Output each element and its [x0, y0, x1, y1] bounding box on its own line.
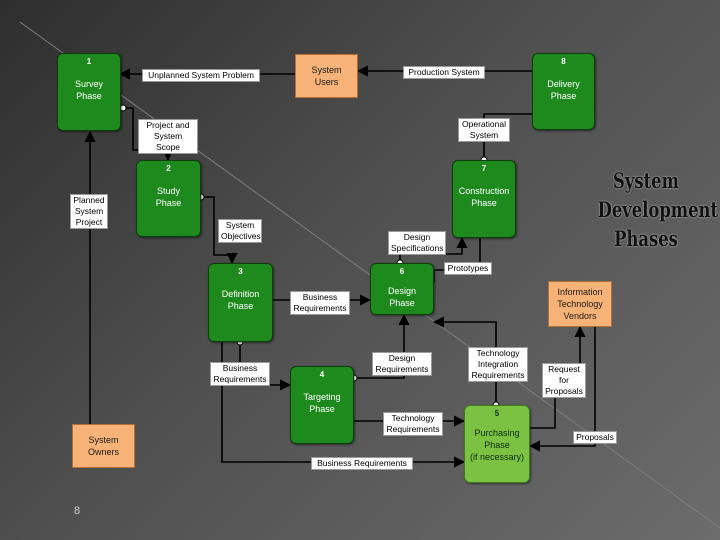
- title-line-3: Phases: [614, 226, 678, 251]
- phase-8-number: 8: [561, 57, 566, 66]
- label-design-requirements: Design Requirements: [372, 352, 432, 376]
- phase-7-number: 7: [481, 164, 487, 173]
- arrow-vendors-to-purchasing: [528, 327, 596, 452]
- label-business-requirements-mid: Business Requirements: [290, 291, 350, 315]
- phase-4-name: Targeting Phase: [303, 392, 341, 414]
- title-line-2: Development: [597, 197, 719, 222]
- phase-5-number: 5: [494, 409, 500, 418]
- phase-3-name: Definition Phase: [221, 289, 260, 311]
- label-operational-system: Operational System: [458, 118, 510, 142]
- label-business-requirements-left: Business Requirements: [210, 362, 270, 386]
- label-design-specifications: Design Specifications: [388, 231, 446, 255]
- label-system-objectives: System Objectives: [218, 219, 262, 243]
- label-prototypes: Prototypes: [444, 262, 492, 275]
- page-number: 8: [74, 505, 81, 517]
- phase-8-name: Delivery Phase: [547, 79, 580, 101]
- phase-5-name: Purchasing Phase (if necessary): [469, 428, 524, 462]
- phase-6-name: Design Phase: [387, 286, 416, 308]
- phase-6-number: 6: [399, 267, 405, 276]
- label-technology-requirements: Technology Requirements: [383, 412, 443, 436]
- label-project-scope: Project and System Scope: [138, 119, 198, 154]
- arrow-targeting-to-design: [354, 313, 410, 379]
- external-system-users[interactable]: System Users: [295, 54, 358, 98]
- phase-4-number: 4: [319, 370, 325, 379]
- title-line-1: System: [613, 168, 679, 193]
- diagram-title: System Development Phases: [597, 166, 719, 253]
- phase-1-name: Survey Phase: [74, 79, 103, 101]
- phase-3-definition[interactable]: 3 Definition Phase: [208, 263, 273, 342]
- phase-2-study[interactable]: 2 Study Phase: [136, 160, 201, 237]
- phase-7-name: Construction Phase: [458, 186, 510, 208]
- phase-5-purchasing[interactable]: 5 Purchasing Phase (if necessary): [464, 405, 530, 483]
- label-technology-integration: Technology Integration Requirements: [468, 347, 528, 382]
- label-business-requirements-bottom: Business Requirements: [311, 457, 413, 470]
- label-unplanned-problem: Unplanned System Problem: [142, 69, 260, 82]
- arrow-study-to-definition: [201, 196, 238, 265]
- label-proposals: Proposals: [573, 431, 617, 444]
- external-it-vendors[interactable]: Information Technology Vendors: [548, 281, 612, 327]
- phase-1-number: 1: [86, 57, 92, 66]
- external-system-owners[interactable]: System Owners: [72, 424, 135, 468]
- label-planned-project: Planned System Project: [70, 194, 108, 229]
- phase-6-design[interactable]: 6 Design Phase: [370, 263, 434, 315]
- phase-8-delivery[interactable]: 8 Delivery Phase: [532, 53, 595, 130]
- phase-7-construction[interactable]: 7 Construction Phase: [452, 160, 516, 238]
- phase-1-survey[interactable]: 1 Survey Phase: [57, 53, 121, 131]
- label-production-system: Production System: [403, 66, 485, 79]
- phase-2-number: 2: [166, 164, 171, 173]
- phase-4-targeting[interactable]: 4 Targeting Phase: [290, 366, 354, 444]
- phase-3-number: 3: [238, 267, 243, 276]
- label-request-proposals: Request for Proposals: [542, 363, 586, 398]
- phase-2-name: Study Phase: [155, 186, 182, 208]
